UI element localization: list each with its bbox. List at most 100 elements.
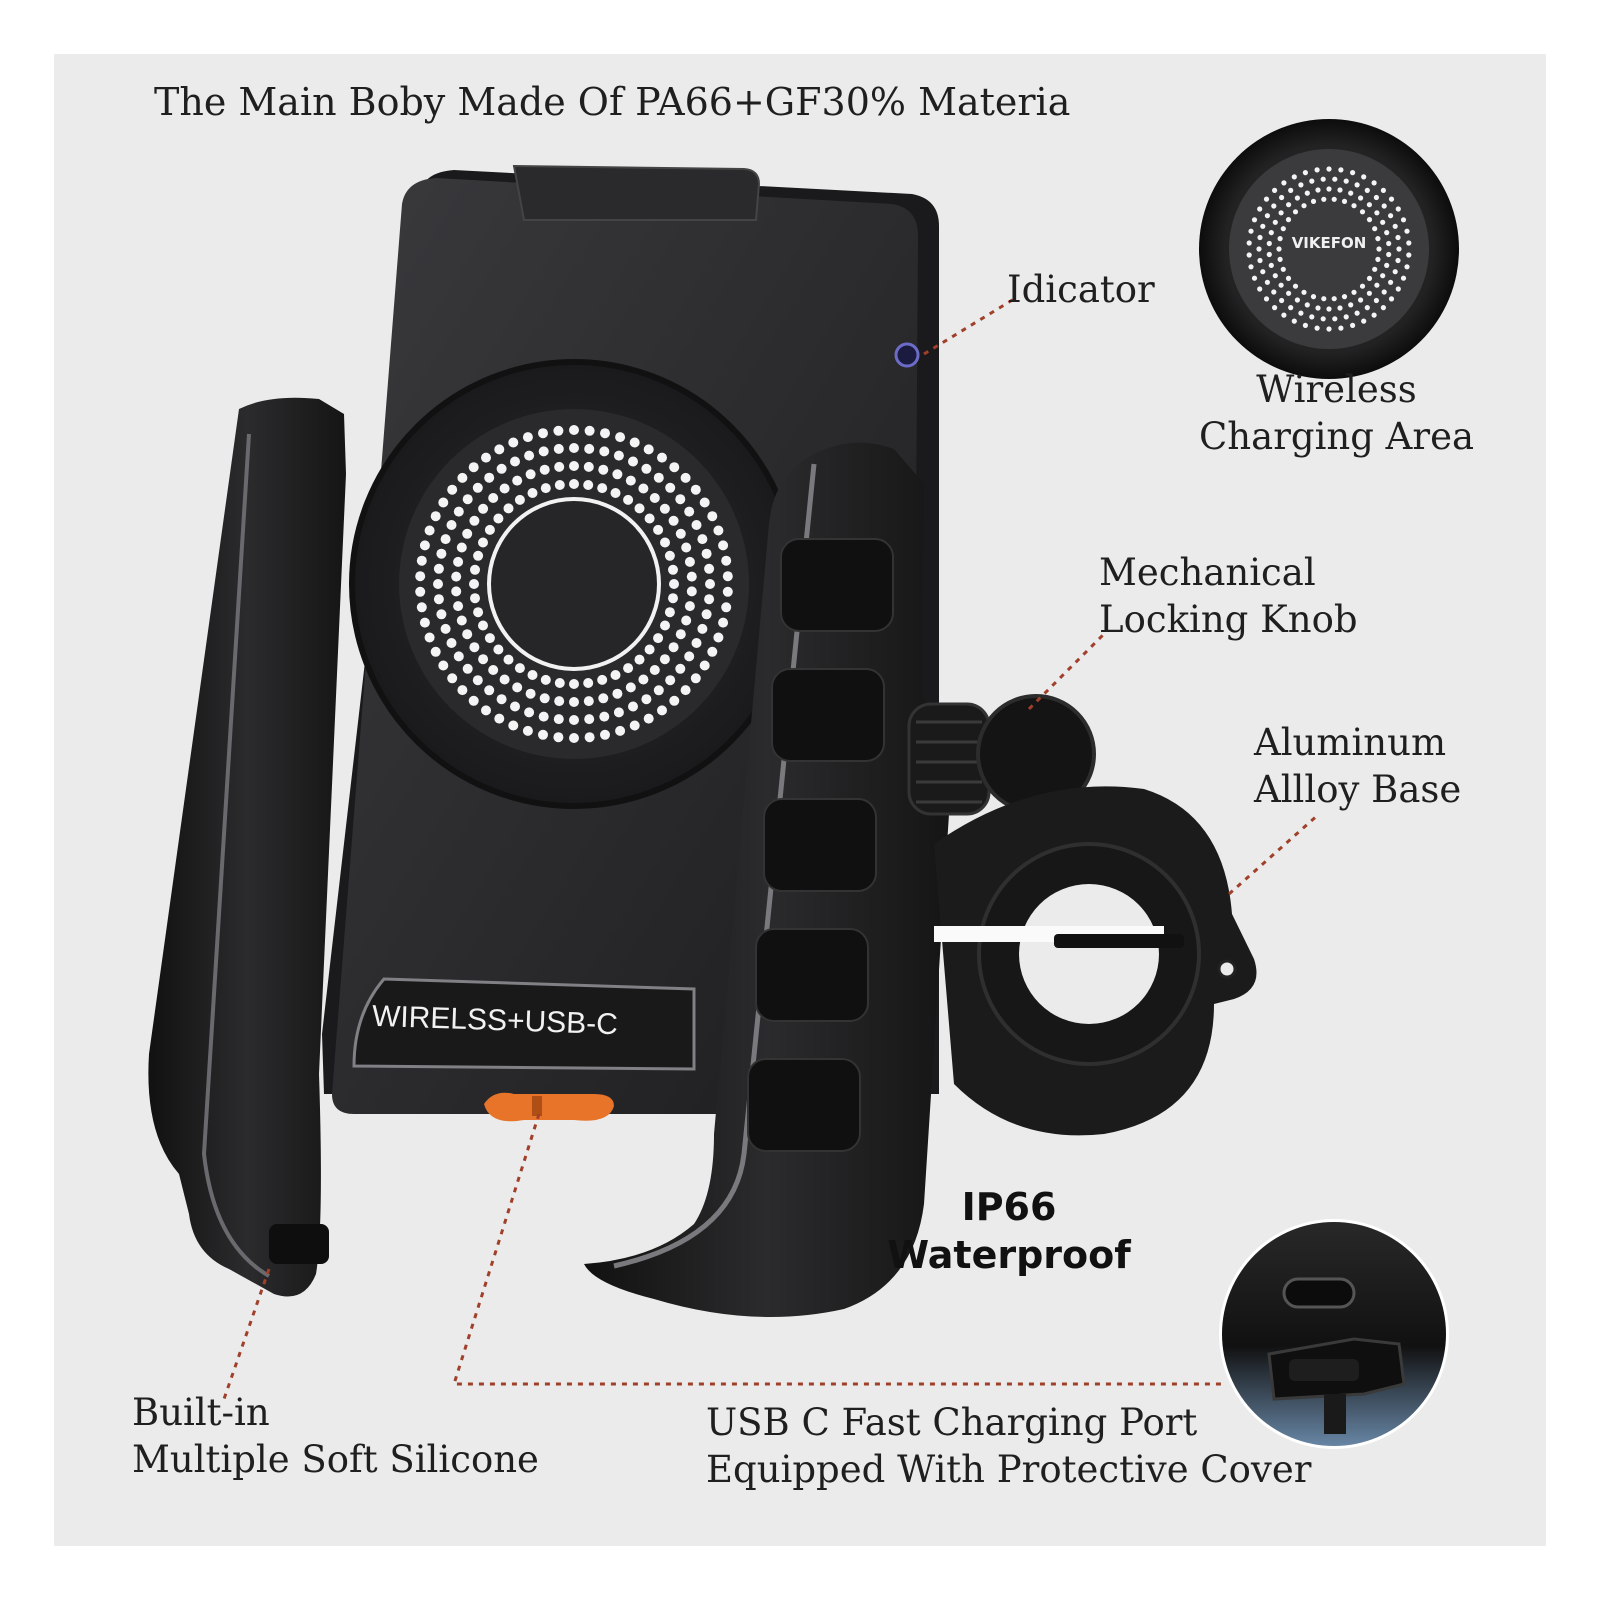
ring-dot — [415, 571, 426, 582]
ring-dot — [569, 479, 579, 489]
ring-dot — [468, 695, 479, 706]
silicone-line1: Built-in — [132, 1391, 270, 1434]
ring-dot — [634, 654, 645, 665]
ring-dot — [553, 714, 564, 725]
ring-dot — [1376, 246, 1382, 252]
ring-dot — [625, 682, 636, 693]
ring-dot — [453, 506, 464, 517]
ring-dot — [1263, 296, 1270, 302]
ring-dot — [1288, 187, 1294, 193]
ring-dot — [1268, 230, 1274, 236]
aluminum-base-label: Aluminum Allloy Base — [1254, 719, 1461, 814]
ring-dot — [583, 678, 594, 688]
ring-dot — [446, 520, 457, 530]
ring-dot — [1354, 182, 1360, 188]
ring-dot — [1396, 246, 1402, 252]
ring-dot — [538, 428, 548, 439]
ring-dot — [472, 675, 483, 686]
ring-dot — [597, 674, 608, 685]
ring-dot — [1302, 170, 1308, 176]
ring-dot — [462, 528, 473, 539]
ring-dot — [1276, 246, 1282, 252]
ring-dot — [713, 632, 724, 643]
ring-dot — [653, 472, 664, 483]
ring-dot — [1358, 195, 1364, 201]
silicone-label: Built-in Multiple Soft Silicone — [132, 1389, 539, 1484]
ring-dot — [1277, 256, 1283, 262]
ring-dot — [680, 685, 691, 696]
ring-dot — [1404, 264, 1410, 270]
ring-dot — [424, 632, 435, 643]
ring-dot — [1315, 187, 1321, 193]
ring-dot — [1248, 264, 1254, 270]
page-title: The Main Boby Made Of PA66+GF30% Materia — [154, 80, 1071, 124]
ring-dot — [1285, 275, 1292, 281]
ring-dot — [653, 524, 664, 535]
ring-dot — [644, 513, 655, 524]
ring-dot — [684, 556, 695, 567]
ring-dot — [496, 694, 507, 705]
ring-dot — [525, 469, 536, 480]
ring-dot — [436, 548, 447, 559]
ring-dot — [699, 497, 710, 508]
ring-dot — [462, 629, 473, 640]
ring-dot — [680, 472, 691, 483]
ring-dot — [675, 528, 686, 539]
ring-dot — [697, 534, 708, 545]
ring-dot — [430, 646, 441, 657]
ring-dot — [1338, 325, 1344, 331]
ring-dot — [1384, 262, 1390, 268]
ring-dot — [569, 461, 579, 471]
ring-dot — [1251, 275, 1258, 281]
ring-dot — [1374, 282, 1380, 288]
ring-dot — [553, 443, 564, 454]
ring-dot — [554, 461, 565, 472]
ring-dot — [1291, 174, 1297, 180]
ring-dot — [484, 472, 495, 483]
ring-dot — [478, 654, 489, 665]
ring-dot — [1320, 176, 1326, 182]
ring-dot — [1395, 257, 1401, 264]
ring-dot — [612, 469, 623, 480]
ring-dot — [503, 503, 514, 514]
ring-dot — [1343, 314, 1349, 320]
ring-dot — [629, 720, 640, 731]
locking-knob-line1: Mechanical — [1099, 551, 1316, 594]
ring-dot — [628, 456, 638, 467]
ring-dot — [484, 633, 495, 644]
ring-dot — [1388, 279, 1394, 285]
ring-dot — [1286, 290, 1292, 296]
ring-dot — [664, 550, 675, 561]
ring-dot — [1388, 296, 1395, 302]
ring-dot — [638, 674, 649, 685]
ring-dot — [1272, 273, 1278, 279]
ring-dot — [419, 540, 430, 551]
ring-dot — [433, 594, 444, 605]
ring-dot — [538, 446, 549, 457]
ring-dot — [660, 537, 670, 548]
ring-dot — [1366, 275, 1373, 281]
wireless-area-label: Wireless Charging Area — [1199, 366, 1474, 461]
pad-dot-ring — [415, 425, 733, 743]
indicator-label: Idicator — [1007, 268, 1155, 311]
ring-dot — [1366, 290, 1372, 296]
ring-dot — [527, 670, 538, 680]
ring-dot — [669, 462, 680, 473]
locking-knob-line2: Locking Knob — [1099, 598, 1358, 642]
ring-dot — [1314, 325, 1320, 331]
ring-dot — [701, 548, 712, 559]
ring-dot — [451, 586, 462, 597]
ring-dot — [1348, 302, 1354, 308]
ring-dot — [456, 542, 467, 553]
ring-dot — [597, 483, 608, 494]
ring-dot — [649, 493, 660, 503]
ring-dot — [522, 432, 533, 443]
ring-dot — [1400, 217, 1407, 223]
ring-dot — [721, 602, 732, 613]
ring-dot — [659, 654, 670, 665]
ring-dot — [453, 556, 464, 567]
ring-dot — [473, 550, 484, 561]
ring-dot — [1292, 209, 1299, 215]
ring-dot — [583, 480, 594, 490]
waterproof-line2: Waterproof — [887, 1232, 1131, 1277]
